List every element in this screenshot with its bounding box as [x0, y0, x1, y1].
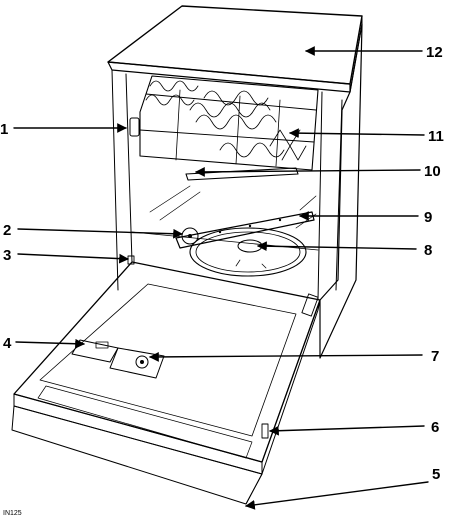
- callout-8: 8: [424, 242, 432, 259]
- callout-1: 1: [0, 121, 8, 138]
- worktop: [108, 6, 362, 92]
- callout-5: 5: [432, 466, 440, 483]
- callout-12: 12: [426, 44, 443, 61]
- callout-11: 11: [428, 128, 444, 145]
- callout-10: 10: [424, 163, 441, 180]
- upper-basket: [140, 76, 318, 170]
- leader-lines: [14, 51, 428, 506]
- door-latch: [262, 424, 268, 438]
- callout-3: 3: [3, 247, 11, 264]
- callout-6: 6: [431, 419, 439, 436]
- rack-adjuster-handle: [130, 118, 139, 136]
- upper-spray-arm: [186, 168, 298, 180]
- filter-basin: [190, 228, 306, 276]
- rinse-aid-dispenser: [110, 348, 164, 378]
- figure-code: IN125: [3, 510, 22, 517]
- door: [12, 262, 320, 504]
- callout-4: 4: [3, 335, 12, 352]
- callout-9: 9: [424, 209, 432, 226]
- callout-2: 2: [3, 222, 11, 239]
- callout-7: 7: [431, 348, 439, 365]
